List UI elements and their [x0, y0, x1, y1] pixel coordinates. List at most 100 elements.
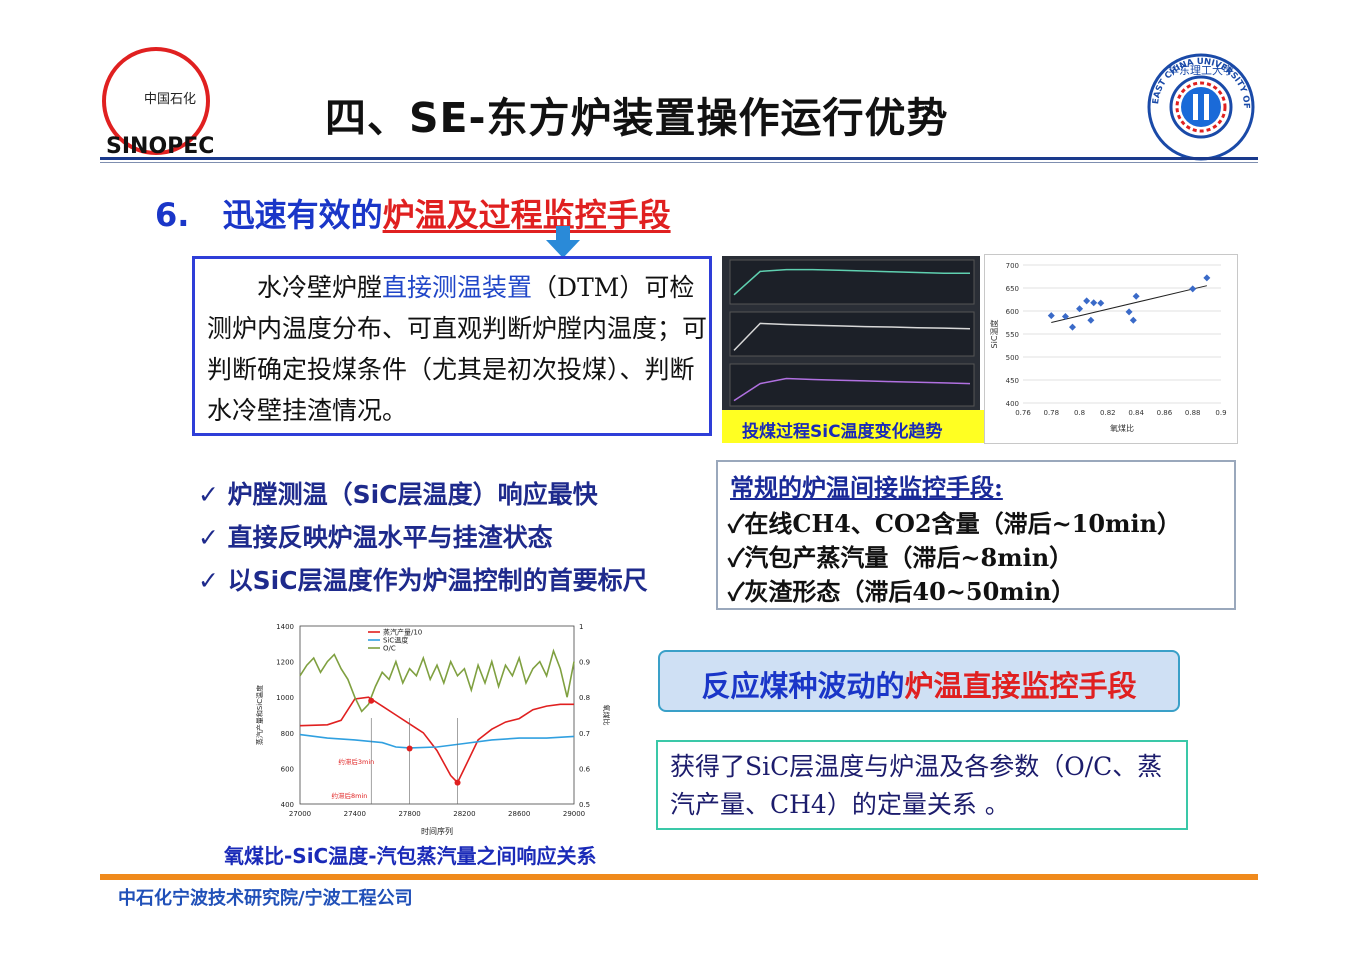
- scatter-point: [1097, 299, 1105, 307]
- advantages-list: ✓ 炉膛测温（SiC层温度）响应最快 ✓ 直接反映炉温水平与挂渣状态 ✓ 以Si…: [198, 473, 648, 602]
- direct-monitoring-title: 反应煤种波动的炉温直接监控手段: [660, 663, 1178, 705]
- relation-box: 获得了SiC层温度与炉温及各参数（O/C、蒸汽产量、CH4）的定量关系 。: [656, 740, 1188, 830]
- response-y2tick: 0.8: [579, 694, 590, 702]
- response-xtick: 28600: [508, 810, 530, 818]
- dtm-part2: （DTM）可检测炉内温度分布、可直观判断炉膛内温度；可判断确定投煤条件（尤其是初…: [207, 273, 708, 425]
- scatter-xtick: 0.76: [1015, 409, 1031, 417]
- scatter-ytick: 500: [1006, 354, 1019, 362]
- footer-rule: [100, 874, 1258, 880]
- page-title: 四、SE-东方炉装置操作运行优势: [325, 94, 949, 142]
- dtm-trend-line: [733, 322, 971, 351]
- response-y2tick: 1: [579, 623, 583, 631]
- scatter-point: [1189, 285, 1197, 293]
- indirect-heading-colon: :: [994, 473, 1003, 502]
- response-series-line: [299, 648, 575, 713]
- direct-highlight: 炉温直接监控手段: [904, 669, 1137, 703]
- scatter-point: [1203, 274, 1211, 282]
- indirect-heading: 常规的炉温间接监控手段:: [730, 468, 1003, 503]
- header-rule-thin: [100, 162, 1258, 163]
- scatter-point: [1083, 297, 1091, 305]
- response-annotation: 约滞后3min: [338, 757, 374, 766]
- scatter-ytick: 450: [1006, 377, 1019, 385]
- response-y2tick: 0.9: [579, 659, 590, 667]
- header-rule: [100, 157, 1258, 160]
- response-legend-label: SiC温度: [383, 636, 408, 645]
- advantage-item: ✓ 直接反映炉温水平与挂渣状态: [198, 523, 553, 552]
- logo-left-brand: SINOPEC: [106, 134, 213, 157]
- logo-right-cn: 华东理工大学: [1168, 63, 1234, 77]
- scatter-ylabel: SiC温度: [989, 320, 999, 349]
- dtm-trend-line: [733, 268, 970, 296]
- dtm-description: 水冷壁炉膛直接测温装置（DTM）可检测炉内温度分布、可直观判断炉膛内温度；可判断…: [207, 267, 707, 431]
- scatter-point: [1076, 305, 1084, 313]
- scatter-xtick: 0.82: [1100, 409, 1116, 417]
- dtm-description-box: 水冷壁炉膛直接测温装置（DTM）可检测炉内温度分布、可直观判断炉膛内温度；可判断…: [192, 256, 712, 436]
- down-arrow-icon: [544, 224, 582, 260]
- response-ytick: 800: [281, 730, 294, 738]
- response-ytick: 1400: [276, 623, 294, 631]
- scatter-xtick: 0.8: [1074, 409, 1085, 417]
- scatter-point: [1047, 312, 1055, 320]
- response-legend-label: 蒸汽产量/10: [383, 628, 422, 637]
- section-heading: 6. 迅速有效的炉温及过程监控手段: [155, 190, 671, 236]
- response-ytick: 1000: [276, 694, 294, 702]
- scatter-ytick: 600: [1006, 308, 1019, 316]
- response-legend-label: O/C: [383, 645, 396, 653]
- dtm-link: 直接测温装置: [382, 273, 533, 302]
- response-marker: [368, 697, 375, 704]
- indirect-item: ✓汽包产蒸汽量（滞后~8min）: [728, 543, 1074, 572]
- response-series-line: [299, 733, 575, 749]
- response-y2tick: 0.5: [579, 801, 590, 809]
- advantage-item: ✓ 以SiC层温度作为炉温控制的首要标尺: [198, 566, 648, 595]
- dtm-indent: [207, 273, 257, 302]
- scatter-point: [1129, 316, 1137, 324]
- section-highlight: 炉温及过程监控手段: [382, 196, 671, 234]
- response-xtick: 27000: [289, 810, 311, 818]
- scatter-point: [1087, 316, 1095, 324]
- scatter-xtick: 0.78: [1043, 409, 1059, 417]
- ecust-logo: EAST CHINA UNIVERSITY OF SCIENCE AND TEC…: [1142, 45, 1256, 162]
- scatter-point: [1090, 299, 1098, 307]
- indirect-item: ✓灰渣形态（滞后40~50min）: [728, 577, 1076, 606]
- indirect-item: ✓在线CH4、CO2含量（滞后~10min）: [728, 509, 1182, 538]
- response-ylabel: 蒸汽产量和SiC温度: [255, 685, 264, 745]
- scatter-xtick: 0.84: [1128, 409, 1144, 417]
- response-y2label: 氧煤比: [602, 705, 611, 726]
- scatter-ytick: 550: [1006, 331, 1019, 339]
- logo-left-text: 中国石化: [144, 92, 196, 107]
- response-plot-frame: [299, 625, 575, 805]
- response-marker: [406, 745, 413, 752]
- response-xtick: 29000: [563, 810, 585, 818]
- scatter-point: [1069, 323, 1076, 331]
- response-y2tick: 0.7: [579, 730, 590, 738]
- response-annotation: 约滞后8min: [332, 791, 368, 800]
- scatter-trendline: [1051, 285, 1207, 323]
- response-ytick: 600: [281, 765, 294, 773]
- direct-prefix: 反应煤种波动的: [701, 669, 905, 703]
- dtm-caption: 投煤过程SiC温度变化趋势: [742, 422, 943, 442]
- response-series-line: [299, 696, 574, 784]
- scatter-ytick: 700: [1006, 262, 1019, 270]
- response-xtick: 28200: [453, 810, 475, 818]
- scatter-xtick: 0.86: [1157, 409, 1173, 417]
- scatter-xlabel: 氧煤比: [1110, 423, 1134, 433]
- relation-text: 获得了SiC层温度与炉温及各参数（O/C、蒸汽产量、CH4）的定量关系 。: [670, 752, 1163, 819]
- response-xlabel: 时间序列: [421, 826, 453, 836]
- direct-monitoring-box: 反应煤种波动的炉温直接监控手段: [658, 650, 1180, 712]
- dtm-caption-box: 投煤过程SiC温度变化趋势: [722, 410, 984, 443]
- footer-text: 中石化宁波技术研究院/宁波工程公司: [118, 888, 413, 909]
- response-xtick: 27800: [398, 810, 420, 818]
- scatter-xtick: 0.9: [1215, 409, 1226, 417]
- scatter-ytick: 650: [1006, 285, 1019, 293]
- dtm-trend-chart: [722, 256, 980, 410]
- advantage-item: ✓ 炉膛测温（SiC层温度）响应最快: [198, 480, 598, 509]
- section-prefix: 迅速有效的: [222, 196, 383, 234]
- response-caption: 氧煤比-SiC温度-汽包蒸汽量之间响应关系: [224, 844, 597, 868]
- response-marker: [454, 779, 461, 786]
- response-svg: 4006008001000120014000.50.60.70.80.91270…: [255, 623, 611, 836]
- dtm-part1: 水冷壁炉膛: [257, 273, 383, 302]
- response-ytick: 1200: [276, 659, 294, 667]
- scatter-point: [1132, 292, 1140, 300]
